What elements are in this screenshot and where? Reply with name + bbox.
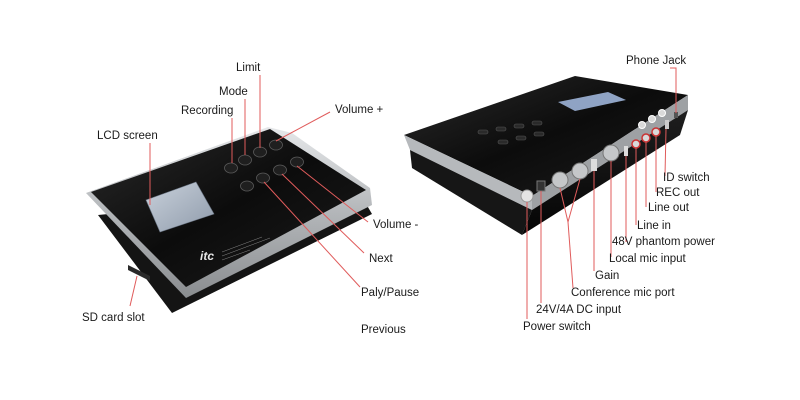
label-volume-plus: Volume +	[335, 104, 384, 116]
label-previous: Previous	[361, 324, 406, 336]
power-switch	[520, 189, 534, 203]
brand-logo: itc	[200, 249, 215, 263]
leader-play-pause	[263, 181, 361, 288]
rca-top-2	[648, 115, 656, 123]
phone-jack	[674, 112, 678, 118]
label-line-in: Line in	[637, 220, 671, 232]
label-48v-phantom-power: 48V phantom power	[612, 236, 715, 248]
label-local-mic-input: Local mic input	[609, 253, 686, 265]
rca-top-3	[658, 109, 666, 117]
leader-phone-jack	[670, 67, 677, 113]
right-device-side	[410, 150, 532, 235]
label-lcd-screen: LCD screen	[97, 130, 158, 142]
label-volume-minus: Volume -	[373, 219, 419, 231]
gain-knob	[591, 159, 597, 171]
left-device-top	[91, 129, 366, 287]
previous-button	[240, 180, 254, 192]
left-device-print	[221, 236, 271, 261]
conference-mic-port	[551, 171, 569, 189]
volume-plus-button	[269, 139, 283, 151]
play-pause-button	[256, 172, 270, 184]
leader-volume-minus	[296, 165, 369, 223]
label-gain: Gain	[595, 270, 620, 282]
label-sd-card-slot: SD card slot	[82, 312, 145, 324]
id-switch	[665, 120, 669, 129]
limit-button	[253, 146, 267, 158]
volume-minus-button	[290, 156, 304, 168]
rca-top-1	[638, 121, 646, 129]
right-top-buttons	[477, 120, 545, 145]
label-mode: Mode	[219, 86, 248, 98]
leader-conference-mic-stem	[567, 221, 574, 289]
label-rec-out: REC out	[656, 187, 700, 199]
line-in-jack	[631, 139, 641, 149]
label-recording: Recording	[181, 105, 234, 117]
label-phone-jack: Phone Jack	[626, 55, 687, 67]
local-mic-input	[602, 144, 620, 162]
dc-input	[536, 180, 546, 192]
label-play-pause: Paly/Pause	[361, 287, 420, 299]
leader-sd-card	[129, 275, 138, 307]
label-id-switch: ID switch	[663, 172, 710, 184]
right-device	[404, 76, 688, 235]
next-button	[273, 164, 287, 176]
label-line-out: Line out	[648, 202, 689, 214]
leader-volume-plus	[275, 111, 331, 142]
leader-lines	[129, 67, 677, 319]
conference-mic-port-2	[571, 162, 589, 180]
left-device	[86, 127, 372, 313]
leader-next	[281, 173, 365, 254]
line-out-jack	[641, 133, 651, 143]
leader-id-switch	[664, 128, 667, 177]
label-next: Next	[369, 253, 393, 265]
left-buttons	[224, 139, 304, 192]
mode-button	[238, 154, 252, 166]
recording-button	[224, 162, 238, 174]
label-power-switch: Power switch	[523, 321, 591, 333]
label-conference-mic-port: Conference mic port	[571, 287, 675, 299]
sd-card-slot	[128, 265, 150, 281]
label-dc-input: 24V/4A DC input	[536, 304, 622, 316]
right-device-rim	[404, 135, 532, 210]
right-device-lcd	[558, 92, 626, 111]
lcd-screen-display	[145, 181, 215, 233]
right-device-top	[404, 76, 688, 196]
phantom-switch	[624, 146, 628, 156]
label-limit: Limit	[236, 62, 261, 74]
rec-out-jack	[651, 127, 661, 137]
